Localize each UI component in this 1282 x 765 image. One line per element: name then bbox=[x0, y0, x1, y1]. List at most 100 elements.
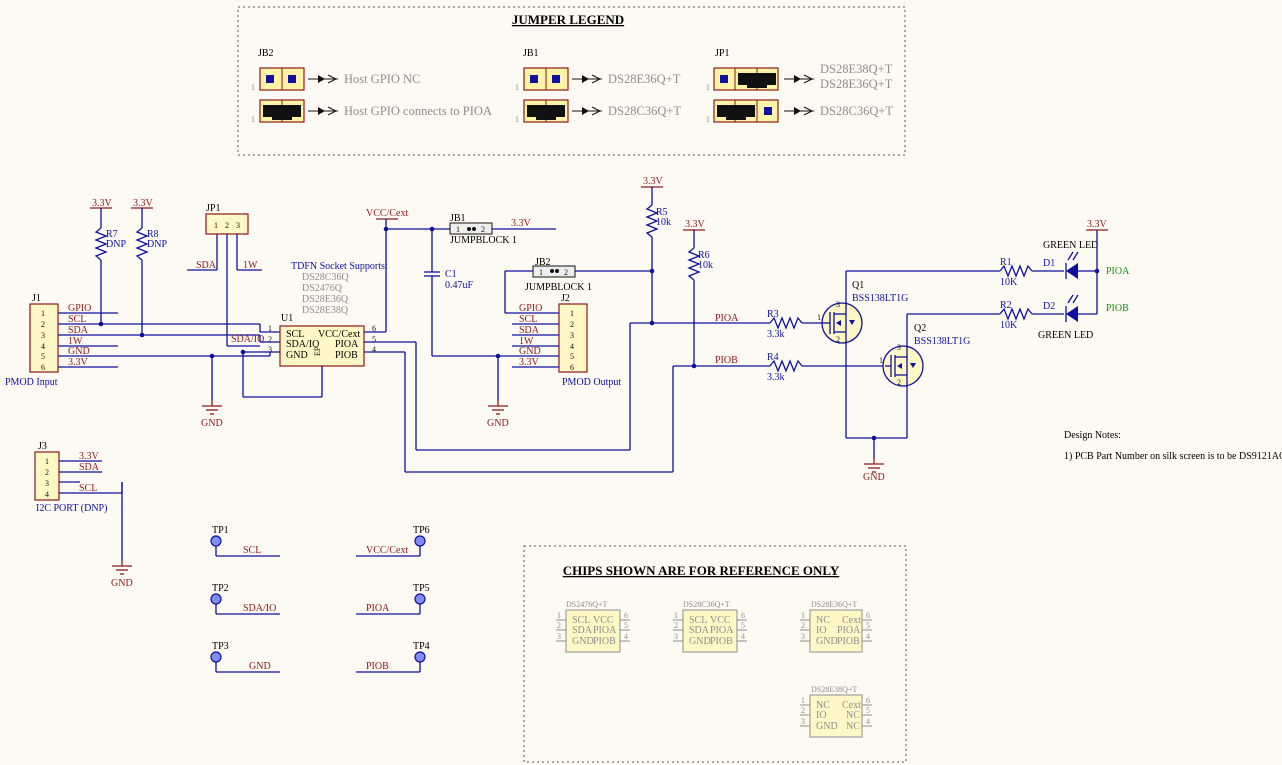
net-label-33v: 3.3V bbox=[511, 218, 532, 229]
net-label-gnd: GND bbox=[111, 578, 133, 589]
r3-ref: R3 bbox=[767, 309, 779, 320]
pin-number: 5 bbox=[570, 352, 574, 361]
legend-arrow-icon bbox=[783, 74, 815, 84]
junction-dot bbox=[871, 435, 877, 441]
chip-pin-label: NC bbox=[846, 721, 860, 732]
junction-dot bbox=[139, 332, 145, 338]
net-label: 1W bbox=[243, 260, 258, 271]
wires-q bbox=[845, 270, 1000, 458]
r2-value: 10K bbox=[1000, 320, 1018, 331]
pin-number: 1 bbox=[674, 611, 678, 620]
reference-chips: CHIPS SHOWN ARE FOR REFERENCE ONLY DS247… bbox=[523, 545, 907, 763]
j2-body bbox=[558, 303, 588, 373]
net-label: SCL bbox=[68, 314, 86, 325]
jb1-ref: JB1 bbox=[450, 213, 466, 224]
resistor-r6: 3.3V R6 10k bbox=[683, 219, 713, 366]
led-icon bbox=[1066, 263, 1078, 279]
ref-chip-ds2476: DS2476Q+T 1 2 3 6 5 4 SCL VCC SDA PIOA G… bbox=[556, 600, 630, 653]
pin-number: 4 bbox=[45, 490, 49, 499]
pin-number: 5 bbox=[741, 621, 745, 630]
j1-body bbox=[29, 303, 59, 373]
r5-value: 10k bbox=[656, 217, 671, 228]
chip-pin-label: GND bbox=[689, 636, 711, 647]
capacitor-c1: C1 0.47uF bbox=[424, 229, 512, 357]
testpoint-icon bbox=[210, 535, 222, 547]
u1-body bbox=[279, 325, 365, 367]
net-label-gnd: GND bbox=[863, 472, 885, 483]
r6-value: 10k bbox=[698, 260, 713, 271]
chip-pin-label: PIOB bbox=[593, 636, 616, 647]
legend-jb2-open-header bbox=[259, 67, 305, 91]
mosfet-q1: Q1 BSS138LT1G 1 2 3 bbox=[817, 280, 908, 344]
mosfet-q2: Q2 BSS138LT1G 1 2 3 bbox=[879, 323, 970, 387]
connector-j3: J3 1 2 3 4 I2C PORT (DNP) 3.3V SDA SCL G… bbox=[34, 441, 133, 589]
net-label: GND bbox=[519, 346, 541, 357]
test-points: TP1 SCL TP2 SDA/IO TP3 GND TP6 VCC/Cext … bbox=[210, 525, 430, 673]
pin-number: 2 bbox=[45, 468, 49, 477]
pin-one-mark: 1 bbox=[706, 115, 710, 124]
chip-pin-label: IO bbox=[816, 710, 827, 721]
r4-value: 3.3k bbox=[767, 372, 785, 383]
net-label: 1W bbox=[519, 336, 534, 347]
chip-pin-label: PIOB bbox=[710, 636, 733, 647]
u1-ep-label: EP bbox=[313, 346, 322, 356]
chip-pin-label: Cext bbox=[842, 700, 861, 711]
pin-number: 6 bbox=[372, 324, 376, 333]
pin-number: 4 bbox=[570, 342, 574, 351]
pin-number: 4 bbox=[624, 632, 628, 641]
j3-ref: J3 bbox=[38, 441, 47, 452]
pin-number: 3 bbox=[570, 331, 574, 340]
tp-net: GND bbox=[249, 661, 271, 672]
tp-ref: TP5 bbox=[413, 583, 430, 594]
pin-number: 6 bbox=[41, 363, 45, 372]
r8-value: DNP bbox=[147, 239, 167, 250]
r2-ref: R2 bbox=[1000, 300, 1012, 311]
tp-ref: TP1 bbox=[212, 525, 229, 536]
resistor-r3: R3 3.3k bbox=[767, 309, 822, 340]
chip-pin-label: GND bbox=[816, 721, 838, 732]
d2-label: GREEN LED bbox=[1038, 330, 1093, 341]
jumper-legend: JUMPER LEGEND JB2 1 Host GPIO NC 1 Host … bbox=[237, 6, 906, 156]
u1-pin-label: VCC/Cext bbox=[318, 329, 360, 340]
pin-one-mark: 1 bbox=[515, 83, 519, 92]
r3-value: 3.3k bbox=[767, 329, 785, 340]
pin-number: 5 bbox=[624, 621, 628, 630]
c1-ref: C1 bbox=[445, 269, 457, 280]
chip-pin-label: PIOB bbox=[837, 636, 860, 647]
net-label: SCL bbox=[79, 483, 97, 494]
net-label-gnd: GND bbox=[201, 418, 223, 429]
net-label: GPIO bbox=[519, 303, 542, 314]
net-label: SCL bbox=[519, 314, 537, 325]
tp-net: SCL bbox=[243, 545, 261, 556]
led-d2: D2 GREEN LED bbox=[1038, 294, 1097, 341]
d1-ref: D1 bbox=[1043, 258, 1055, 269]
pin-number: 4 bbox=[866, 632, 870, 641]
junction-dot bbox=[649, 320, 655, 326]
connector-j2: J2 1 2 3 4 5 6 PMOD Output GPIO SCL SDA … bbox=[519, 293, 621, 388]
q2-part: BSS138LT1G bbox=[914, 336, 970, 347]
d2-ref: D2 bbox=[1043, 301, 1055, 312]
pin-number: 3 bbox=[41, 331, 45, 340]
junction-dot bbox=[209, 353, 215, 359]
jb1-name: JUMPBLOCK 1 bbox=[450, 235, 517, 246]
pin-number: 2 bbox=[41, 320, 45, 329]
socket-part: DS2476Q bbox=[302, 283, 343, 294]
net-label: PIOB bbox=[715, 355, 738, 366]
d1-label: GREEN LED bbox=[1043, 240, 1098, 251]
net-label: 3.3V bbox=[68, 357, 89, 368]
chip-name: DS28C36Q+T bbox=[683, 600, 730, 609]
net-label-33v: 3.3V bbox=[643, 176, 664, 187]
j1-name: PMOD Input bbox=[5, 377, 58, 388]
ground-icon bbox=[201, 405, 223, 415]
pin-number: 6 bbox=[866, 611, 870, 620]
pin-number: 3 bbox=[801, 632, 805, 641]
u1-pin-label: GND bbox=[286, 350, 308, 361]
pin-number: 1 bbox=[45, 457, 49, 466]
r4-ref: R4 bbox=[767, 352, 779, 363]
design-notes-title: Design Notes: bbox=[1064, 430, 1121, 441]
resistor-zigzag-icon bbox=[135, 227, 149, 261]
pin-number: 6 bbox=[624, 611, 628, 620]
pin-number: 1 bbox=[557, 611, 561, 620]
r7-value: DNP bbox=[106, 239, 126, 250]
tp-ref: TP3 bbox=[212, 641, 229, 652]
